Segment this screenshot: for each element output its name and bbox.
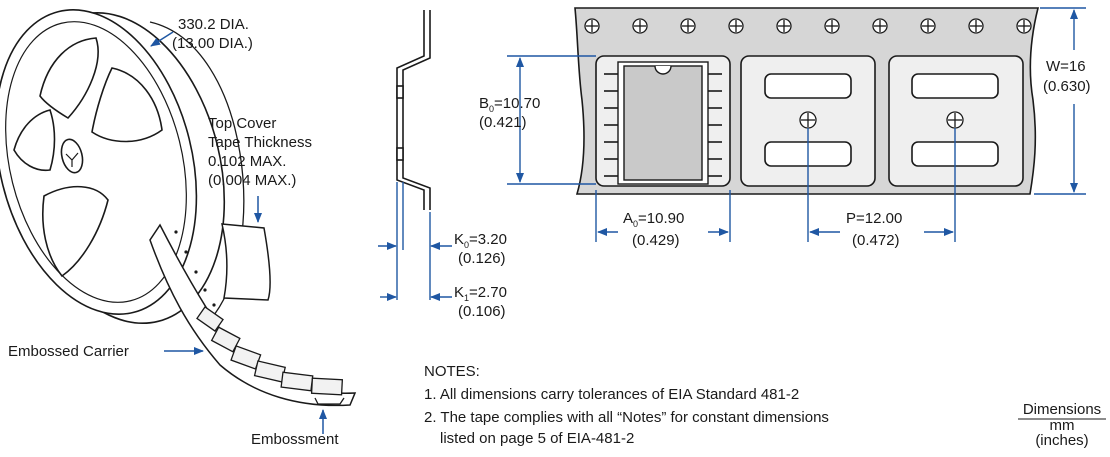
carrier-tape-strip <box>149 223 357 407</box>
cover-tape-label-1: Top Cover <box>208 115 277 132</box>
legend-unit-mm: mm <box>1049 417 1075 434</box>
cover-tape-thickness-in: (0.004 MAX.) <box>208 172 297 189</box>
reel-diameter-in: (13.00 DIA.) <box>172 35 253 52</box>
note-2-line-1: 2. The tape complies with all “Notes” fo… <box>424 409 829 426</box>
cover-tape-thickness-mm: 0.102 MAX. <box>208 153 287 170</box>
reel-leaders <box>150 31 327 434</box>
embossed-carrier-label: Embossed Carrier <box>8 343 129 360</box>
tape-side-profile <box>396 10 431 210</box>
sprocket-holes <box>584 18 1032 129</box>
b0-dimension-in: (0.421) <box>479 114 527 131</box>
a0-dimension-in: (0.429) <box>632 232 680 249</box>
ic-package <box>604 61 722 185</box>
pitch-dimension: P=12.00 <box>846 210 903 227</box>
k0-dimension-in: (0.126) <box>458 250 506 267</box>
tape-dimension-lines <box>507 7 1086 242</box>
k1-dimension-in: (0.106) <box>458 303 506 320</box>
notes-title: NOTES: <box>424 363 480 380</box>
note-1: 1. All dimensions carry tolerances of EI… <box>424 386 800 403</box>
b0-dimension: B0=10.70 <box>479 95 541 114</box>
embossment-label: Embossment <box>251 431 339 448</box>
reel-diameter-mm: 330.2 DIA. <box>178 16 249 33</box>
k0-dimension: K0=3.20 <box>454 231 507 250</box>
reel-illustration <box>0 9 245 325</box>
pitch-dimension-in: (0.472) <box>852 232 900 249</box>
k1-dimension: K1=2.70 <box>454 284 507 303</box>
width-dimension: W=16 <box>1046 58 1086 75</box>
legend-unit-inches: (inches) <box>1035 432 1089 449</box>
note-2-line-2: listed on page 5 of EIA-481-2 <box>440 430 635 447</box>
cover-tape-label-2: Tape Thickness <box>208 134 312 151</box>
legend-title: Dimensions <box>1022 401 1102 418</box>
k-dimension-lines <box>378 182 452 301</box>
width-dimension-in: (0.630) <box>1043 78 1091 95</box>
a0-dimension: A0=10.90 <box>623 210 685 229</box>
